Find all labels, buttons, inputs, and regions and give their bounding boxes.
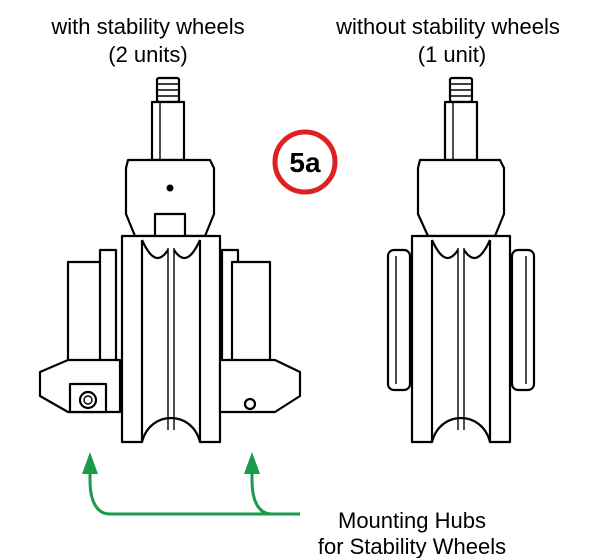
callout-line1: Mounting Hubs [338, 508, 486, 533]
step-badge-text: 5a [289, 147, 321, 178]
callout-line2: for Stability Wheels [318, 534, 506, 558]
left-title-line2: (2 units) [108, 42, 187, 67]
right-title-line1: without stability wheels [335, 14, 560, 39]
callout-arrows [82, 452, 300, 516]
step-badge: 5a [272, 129, 338, 195]
left-title-line1: with stability wheels [50, 14, 244, 39]
assembly-without-stability-wheels [386, 76, 536, 444]
assembly-with-stability-wheels [38, 76, 302, 444]
right-title-line2: (1 unit) [418, 42, 486, 67]
